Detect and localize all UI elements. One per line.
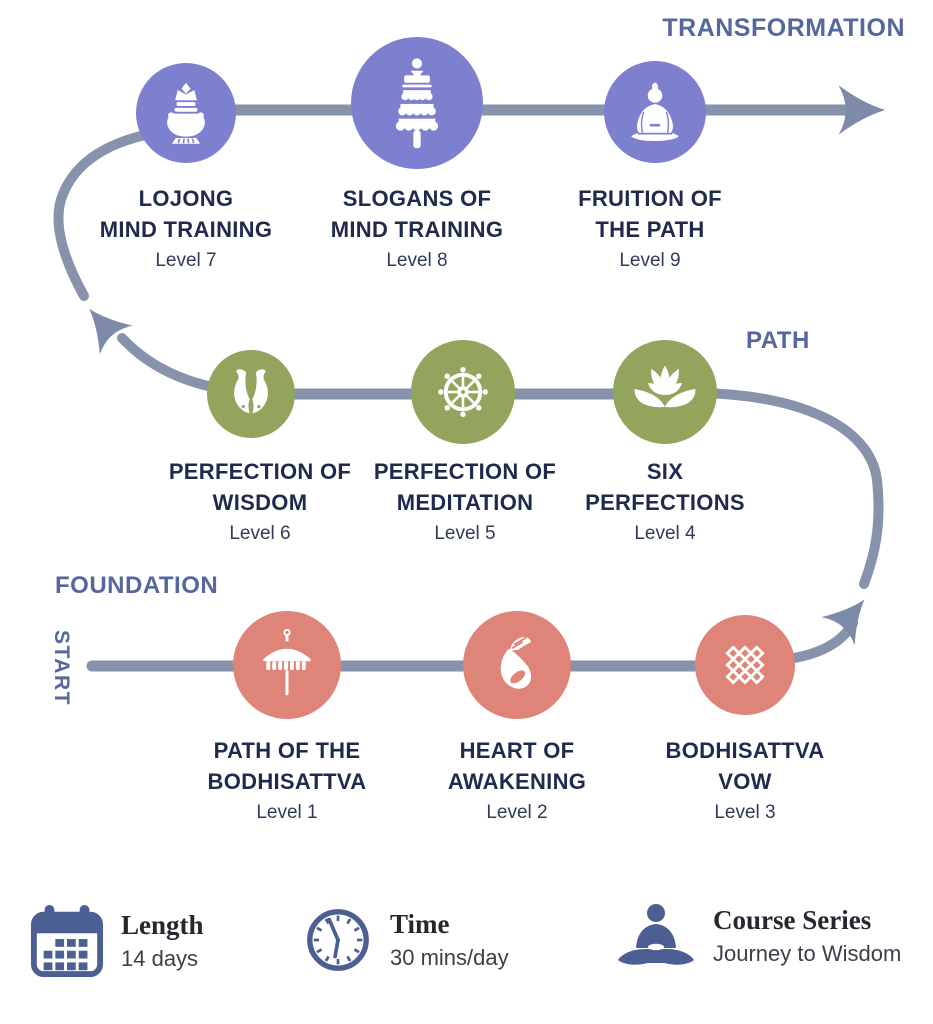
conch-shell-icon — [500, 636, 532, 689]
treasure-vase-icon — [167, 82, 205, 144]
endless-knot-icon — [725, 645, 765, 685]
parasol-icon — [263, 628, 311, 696]
node-slogans-of-mind-training — [351, 37, 483, 169]
node-fruition-of-the-path — [604, 61, 706, 163]
info-course-series-value: Journey to Wisdom — [713, 940, 902, 966]
info-time-value: 30 mins/day — [390, 944, 509, 970]
dharma-wheel-icon — [437, 366, 489, 418]
section-label-transformation: TRANSFORMATION — [662, 14, 905, 42]
arrowhead-left-icon — [89, 308, 133, 355]
arrowhead-end-icon — [838, 85, 886, 135]
flow-arc-right — [693, 388, 884, 589]
node-perfection-of-wisdom — [207, 350, 295, 438]
info-course-series-heading: Course Series — [713, 904, 872, 935]
info-length-value: 14 days — [121, 945, 199, 971]
node-lojong-mind-training — [136, 63, 236, 163]
node-heart-of-awakening — [463, 611, 571, 719]
info-time: Time 30 mins/day — [303, 905, 509, 975]
info-length: Length 14 days — [30, 903, 204, 979]
start-label: START — [50, 630, 73, 706]
meditation-person-icon — [618, 904, 694, 965]
section-label-foundation: FOUNDATION — [55, 572, 219, 599]
flow-curve-to-path-tier — [783, 618, 858, 664]
buddha-icon — [631, 82, 679, 142]
clock-icon — [307, 909, 369, 971]
flow-arc-left — [53, 126, 170, 301]
calendar-icon — [30, 904, 104, 978]
info-course-series: Course Series Journey to Wisdom — [616, 903, 901, 969]
node-six-perfections — [613, 340, 717, 444]
node-bodhisattva-vow — [695, 615, 795, 715]
info-length-heading: Length — [121, 909, 204, 940]
lotus-icon — [634, 365, 696, 408]
arrowhead-right-icon — [821, 599, 865, 646]
node-path-of-the-bodhisattva — [233, 611, 341, 719]
node-perfection-of-meditation — [411, 340, 515, 444]
golden-fishes-icon — [234, 369, 268, 414]
victory-banner-icon — [395, 58, 439, 149]
info-time-heading: Time — [390, 908, 450, 939]
section-label-path: PATH — [746, 327, 810, 354]
